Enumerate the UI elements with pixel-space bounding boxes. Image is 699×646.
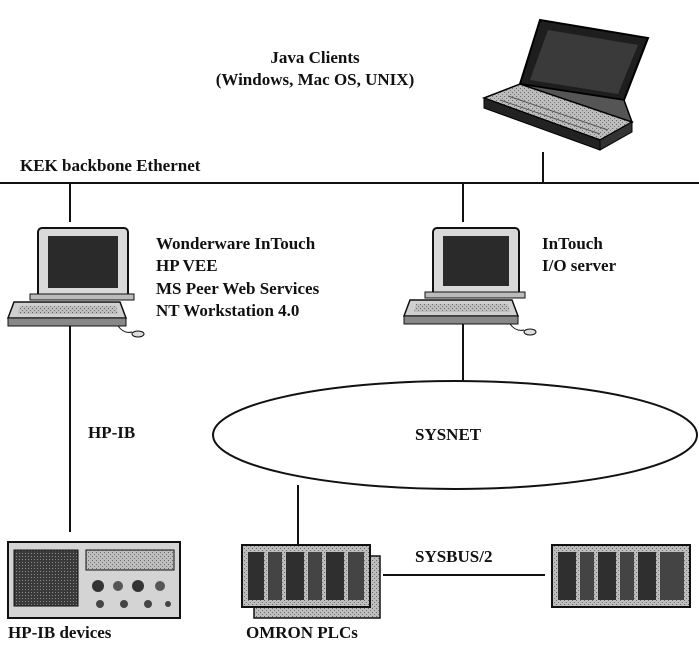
right-ws-line-1: InTouch xyxy=(542,234,603,253)
left-workstation-icon xyxy=(6,227,145,338)
omron-plc-right-icon xyxy=(551,544,691,608)
right-workstation-icon xyxy=(402,227,537,336)
java-clients-label: Java Clients (Windows, Mac OS, UNIX) xyxy=(208,47,422,92)
sysnet-label: SYSNET xyxy=(415,425,482,444)
left-ws-line-1: Wonderware InTouch xyxy=(156,234,316,253)
right-ws-line-2: I/O server xyxy=(542,256,617,276)
left-workstation-label: Wonderware InTouch HP VEE MS Peer Web Se… xyxy=(156,233,319,323)
omron-plc-left-icon xyxy=(241,544,381,619)
left-ws-line-2: HP VEE xyxy=(156,256,218,276)
sysbus-label: SYSBUS/2 xyxy=(415,547,493,566)
java-clients-subtitle: (Windows, Mac OS, UNIX) xyxy=(215,70,415,90)
left-ws-line-3: MS Peer Web Services xyxy=(156,278,320,298)
java-clients-title: Java Clients xyxy=(270,48,360,67)
omron-plcs-label: OMRON PLCs xyxy=(246,623,358,642)
hpib-device-icon xyxy=(7,541,181,619)
left-ws-line-4: NT Workstation 4.0 xyxy=(156,301,300,321)
backbone-label: KEK backbone Ethernet xyxy=(20,156,201,175)
hpib-devices-label: HP-IB devices xyxy=(8,623,112,642)
hpib-link-label: HP-IB xyxy=(88,423,136,442)
right-workstation-label: InTouch I/O server xyxy=(542,233,616,278)
sysnet-ellipse xyxy=(212,380,698,490)
laptop-icon xyxy=(481,18,650,151)
